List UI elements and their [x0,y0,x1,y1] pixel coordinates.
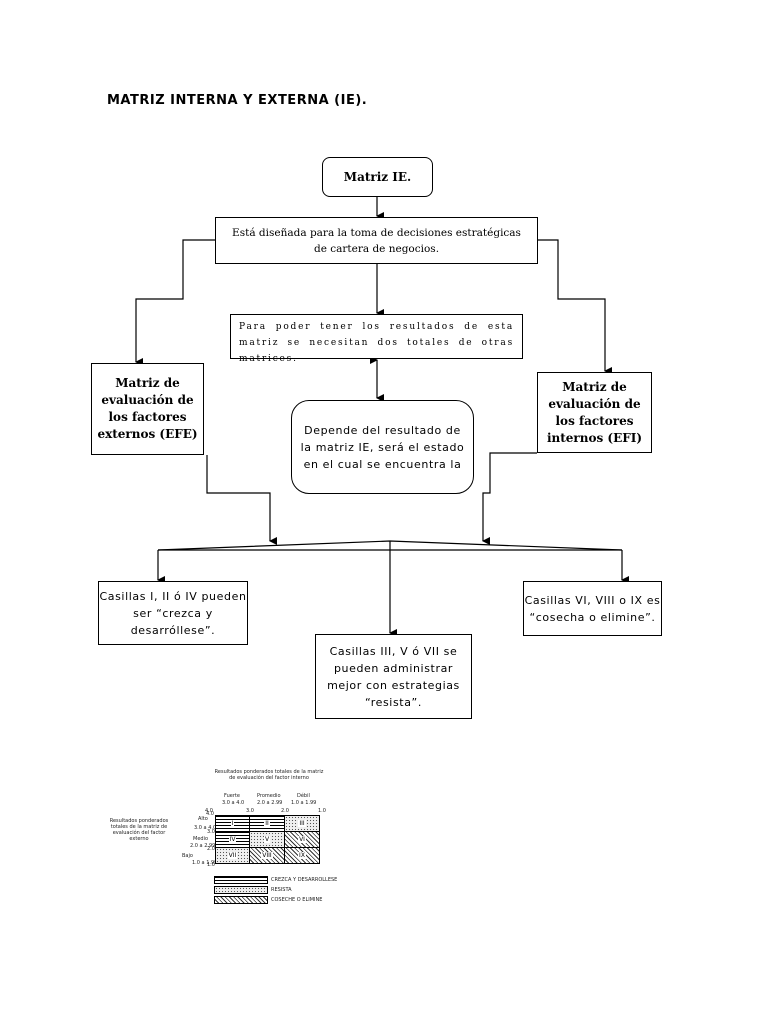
matrix-cell: II [249,815,285,832]
node-label: Matriz de evaluación de los factores int… [546,379,643,445]
matrix-cell: VI [284,831,320,848]
scale-tick: 1.0 [207,862,215,868]
arrow-efe-to-merge [206,455,277,545]
col-label: Débil [297,793,310,799]
cell-label: III [298,820,306,827]
page-title: MATRIZ INTERNA Y EXTERNA (IE). [107,93,368,108]
row-label: Medio [193,836,209,842]
scale-tick: 1.0 [318,808,326,814]
node-casillas-3: Casillas VI, VIII o IX es “cosecha o eli… [523,581,662,636]
matrix-heading: Resultados ponderados totales de la matr… [214,769,324,781]
cell-label: IX [298,852,306,859]
matrix-cell: V [249,831,285,848]
row-label: Alto [198,816,208,822]
matrix-cell: IV [215,831,250,848]
col-range: 2.0 a 2.99 [257,800,283,806]
matrix-cell: IX [284,847,320,864]
node-casillas-1: Casillas I, II ó IV pueden ser “crezca y… [98,581,248,645]
node-efi: Matriz de evaluación de los factores int… [537,372,652,453]
cell-label: V [263,836,271,843]
arrow-efi-to-merge [482,452,537,545]
arrow-design-to-efe [135,239,215,366]
node-label: Casillas VI, VIII o IX es “cosecha o eli… [524,593,661,624]
scale-tick: 4.0 [205,808,213,814]
node-label: Casillas I, II ó IV pueden ser “crezca y… [99,589,247,637]
matrix-cell: III [284,815,320,832]
col-range: 3.0 a 4.0 [222,800,245,806]
node-matriz-ie: Matriz IE. [322,157,433,197]
node-need: Para poder tener los resultados de esta … [230,314,523,364]
node-label: Está diseñada para la toma de decisiones… [232,226,521,255]
node-casillas-2: Casillas III, V ó VII se pueden administ… [315,634,472,719]
cell-label: II [264,820,270,827]
left-title: Resultados ponderados totales de la matr… [109,818,169,842]
cell-label: VII [227,852,238,859]
col-label: Fuerte [224,793,240,799]
scale-tick: 4.0 [206,811,214,817]
legend-label: RESISTA [271,887,292,893]
node-design: Está diseñada para la toma de decisiones… [215,217,538,264]
legend-swatch [214,896,268,904]
cell-label: VI [298,836,306,843]
cell-label: VIII [261,852,273,859]
scale-tick: 2.0 [207,846,215,852]
row-range: 1.0 a 1.99 [192,860,218,866]
node-label: Matriz de evaluación de los factores ext… [97,376,198,441]
row-range: 2.0 a 2.99 [190,843,216,849]
node-label: Matriz IE. [343,169,412,184]
legend-label: CREZCA Y DESARROLLESE [271,877,338,883]
matrix-cell: VIII [249,847,285,864]
node-label: Para poder tener los resultados de esta … [239,322,514,364]
arrow-design-to-efi [538,239,612,375]
row-label: Bajo [182,853,193,859]
cell-label: I [230,820,235,827]
col-range: 1.0 a 1.99 [291,800,317,806]
scale-tick: 3.0 [246,808,254,814]
node-label: Depende del resultado de la matriz IE, s… [300,423,465,471]
legend-label: COSECHE O ELIMINE [271,897,323,903]
scale-tick: 2.0 [281,808,289,814]
matrix-cell: I [215,815,250,832]
cell-label: IV [228,836,237,843]
node-label: Casillas III, V ó VII se pueden administ… [327,644,460,709]
matrix-cell: VII [215,847,250,864]
node-efe: Matriz de evaluación de los factores ext… [91,363,204,455]
col-label: Promedio [257,793,281,799]
legend-swatch [214,886,268,894]
node-depende: Depende del resultado de la matriz IE, s… [291,400,474,494]
row-range: 3.0 a 4.0 [194,825,217,831]
legend-swatch [214,876,268,884]
scale-tick: 3.0 [207,829,215,835]
